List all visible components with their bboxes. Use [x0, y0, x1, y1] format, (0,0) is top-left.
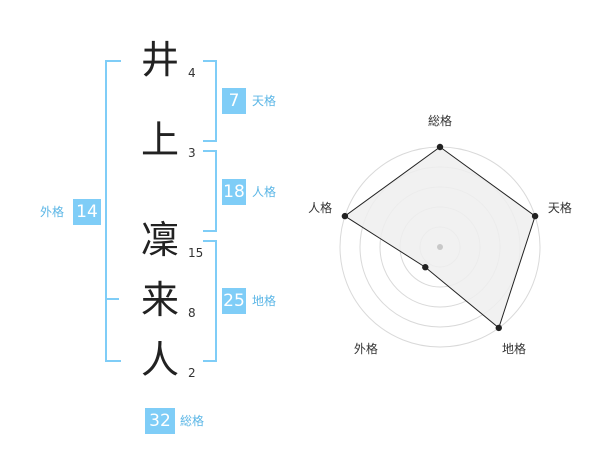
radar-axis-label: 総格 — [428, 113, 452, 128]
radar-point — [422, 264, 429, 271]
radar-point — [341, 212, 349, 220]
radar-points — [341, 143, 539, 332]
radar-point — [531, 212, 539, 220]
soukaku-label: 総格 — [180, 414, 205, 428]
jinkaku-value-badge: 18 — [222, 179, 246, 205]
gaikaku-bracket — [105, 60, 121, 362]
name-char-5: 人 — [140, 338, 179, 382]
tenkaku-label: 天格 — [252, 94, 277, 108]
jinkaku-label: 人格 — [252, 185, 277, 199]
gaikaku-label: 外格 — [40, 205, 65, 219]
name-char-4: 来 — [140, 278, 179, 322]
gaikaku-bracket-divider — [105, 298, 119, 300]
jinkaku-bracket — [203, 150, 217, 232]
gaikaku-value-badge: 14 — [73, 199, 101, 225]
radar-area — [344, 146, 536, 329]
stroke-count-3: 15 — [188, 246, 204, 260]
tenkaku-bracket — [203, 60, 217, 142]
radar-point — [495, 324, 502, 332]
stroke-count-5: 2 — [188, 366, 196, 380]
name-char-3: 凜 — [140, 218, 179, 262]
name-char-1: 井 — [140, 38, 179, 82]
radar-axis-label: 天格 — [548, 200, 572, 215]
name-char-2: 上 — [140, 118, 179, 162]
tenkaku-value-badge: 7 — [222, 88, 246, 114]
radar-center-dot — [437, 244, 443, 250]
chikaku-value-badge: 25 — [222, 288, 246, 314]
chikaku-label: 地格 — [252, 294, 277, 308]
radar-axis-label: 外格 — [354, 341, 378, 356]
stroke-count-4: 8 — [188, 306, 196, 320]
stroke-count-2: 3 — [188, 146, 196, 160]
chikaku-bracket — [203, 240, 217, 362]
radar-point — [436, 143, 444, 151]
stroke-count-1: 4 — [188, 66, 196, 80]
soukaku-value-badge: 32 — [145, 408, 175, 434]
radar-axis-label: 地格 — [502, 341, 526, 356]
radar-axis-label: 人格 — [308, 200, 332, 215]
